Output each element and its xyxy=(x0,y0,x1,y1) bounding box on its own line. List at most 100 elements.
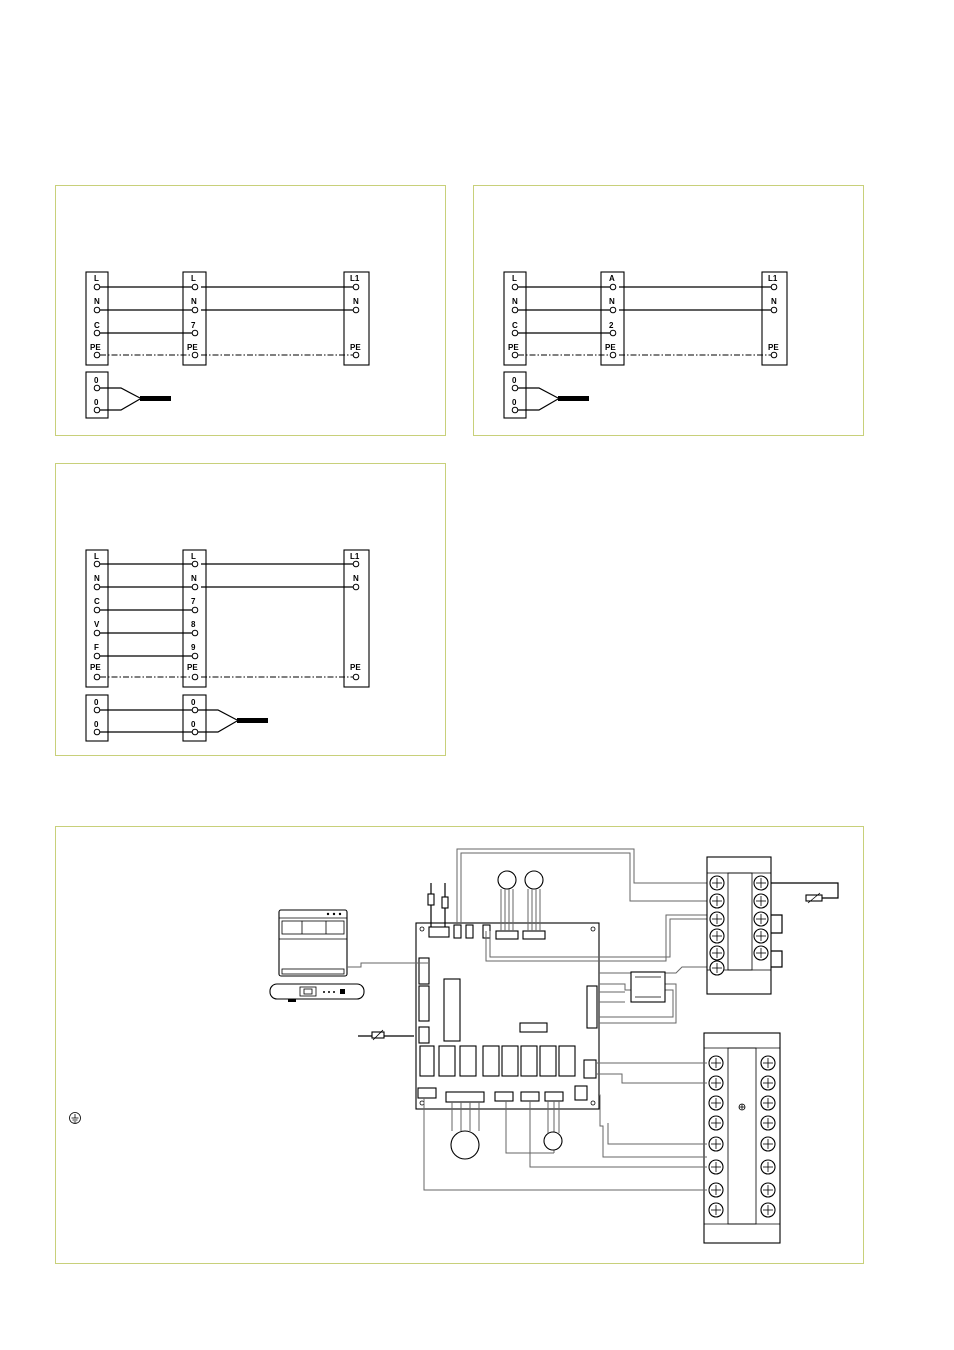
label-mid-4: PE xyxy=(605,343,616,352)
label-right-3: PE xyxy=(350,663,361,672)
label-left-4: V xyxy=(94,620,100,629)
label-left-6: PE xyxy=(90,663,101,672)
screw-terminal xyxy=(708,1182,724,1198)
pump-icon xyxy=(543,1101,563,1151)
label-mid-2: N xyxy=(609,297,615,306)
terminal-block-zero xyxy=(85,371,109,419)
ground-symbol-icon xyxy=(69,1112,81,1124)
label-right-2: N xyxy=(353,297,359,306)
wiring-panel-3: L N C V F PE L N 7 8 9 PE L1 N PE 0 0 0 … xyxy=(55,463,446,756)
cable-icon xyxy=(198,709,268,733)
label-left-2: N xyxy=(94,297,100,306)
label-zero-mid-1: 0 xyxy=(191,698,196,707)
board-relays xyxy=(419,1045,576,1077)
screw-terminal xyxy=(708,1159,724,1175)
wiring-diagram-1: L N C PE L N 7 PE L1 N PE 0 0 xyxy=(85,271,370,419)
screw-terminal xyxy=(753,945,769,961)
wiring-diagram-2: L N C PE A N 2 PE L1 N PE 0 0 xyxy=(503,271,788,419)
label-right-2: N xyxy=(771,297,777,306)
screw-terminal xyxy=(760,1075,776,1091)
terminals xyxy=(511,283,778,414)
label-left-4: PE xyxy=(508,343,519,352)
label-zero-mid-2: 0 xyxy=(191,720,196,729)
motor-icon xyxy=(450,1102,480,1160)
label-left-3: C xyxy=(94,321,100,330)
label-mid-3: 7 xyxy=(191,321,196,330)
screw-terminal xyxy=(753,928,769,944)
board-right-small-connector xyxy=(583,1059,597,1079)
screw-terminal xyxy=(709,893,725,909)
screw-terminal xyxy=(708,1055,724,1071)
screw-terminal xyxy=(753,875,769,891)
screw-terminal xyxy=(753,893,769,909)
label-left-3: C xyxy=(512,321,518,330)
label-mid-6: PE xyxy=(187,663,198,672)
screw-terminal xyxy=(709,945,725,961)
label-right-1: L1 xyxy=(350,274,360,283)
terminals xyxy=(93,560,360,736)
label-left-1: L xyxy=(94,274,99,283)
label-mid-3: 7 xyxy=(191,597,196,606)
cable-icon xyxy=(518,387,589,411)
screw-terminal xyxy=(708,1202,724,1218)
wiring-diagram-3: L N C V F PE L N 7 8 9 PE L1 N PE 0 0 0 … xyxy=(85,549,370,742)
terminal-block-left xyxy=(85,271,109,366)
board-processor xyxy=(443,978,461,1042)
label-zero-1: 0 xyxy=(512,376,517,385)
control-wiring-panel xyxy=(55,826,864,1264)
screw-terminal xyxy=(709,928,725,944)
flow-sensor-icon xyxy=(771,882,839,968)
label-mid-1: L xyxy=(191,274,196,283)
label-right-2: N xyxy=(353,574,359,583)
terminal-block-mid xyxy=(600,271,625,366)
control-wiring-diagram xyxy=(69,848,839,1244)
label-mid-4: PE xyxy=(187,343,198,352)
wiring-panel-2: L N C PE A N 2 PE L1 N PE 0 0 xyxy=(473,185,864,436)
label-left-5: F xyxy=(94,643,99,652)
screw-terminal xyxy=(708,1095,724,1111)
screw-terminal xyxy=(708,1075,724,1091)
terminal-block-mid xyxy=(182,549,207,688)
board-fuse xyxy=(519,1022,548,1033)
wiring-panel-1: L N C PE L N 7 PE L1 N PE 0 0 xyxy=(55,185,446,436)
remote-display-icon xyxy=(269,983,365,1002)
terminal-block-left xyxy=(85,549,109,688)
label-mid-1: A xyxy=(609,274,615,283)
label-mid-1: L xyxy=(191,552,196,561)
label-mid-2: N xyxy=(191,297,197,306)
label-zero-left-2: 0 xyxy=(94,720,99,729)
screw-terminal xyxy=(709,875,725,891)
terminal-block-left xyxy=(503,271,527,366)
label-right-3: PE xyxy=(350,343,361,352)
board-left-connectors xyxy=(418,957,430,1044)
screw-terminal xyxy=(760,1095,776,1111)
terminal-block-mid xyxy=(182,271,207,366)
top-resistor-icon xyxy=(427,883,449,927)
cable-icon xyxy=(100,387,171,411)
screw-terminal xyxy=(709,960,725,976)
label-left-4: PE xyxy=(90,343,101,352)
label-left-1: L xyxy=(512,274,517,283)
screw-terminal xyxy=(709,911,725,927)
screw-terminal xyxy=(760,1136,776,1152)
terminal-block-zero-mid xyxy=(182,694,207,742)
label-right-3: PE xyxy=(768,343,779,352)
label-zero-1: 0 xyxy=(94,376,99,385)
label-mid-5: 9 xyxy=(191,643,196,652)
label-zero-2: 0 xyxy=(94,398,99,407)
label-zero-2: 0 xyxy=(512,398,517,407)
label-left-3: C xyxy=(94,597,100,606)
terminal-block-zero-left xyxy=(85,694,109,742)
label-zero-left-1: 0 xyxy=(94,698,99,707)
label-mid-3: 2 xyxy=(609,321,614,330)
outdoor-sensor-icon xyxy=(358,1029,414,1041)
harness-wires-lower xyxy=(423,1062,707,1191)
label-left-1: L xyxy=(94,552,99,561)
label-mid-4: 8 xyxy=(191,620,196,629)
label-mid-2: N xyxy=(191,574,197,583)
terminals xyxy=(93,283,360,414)
screw-terminal xyxy=(760,1202,776,1218)
screw-terminal xyxy=(760,1055,776,1071)
label-left-2: N xyxy=(512,297,518,306)
